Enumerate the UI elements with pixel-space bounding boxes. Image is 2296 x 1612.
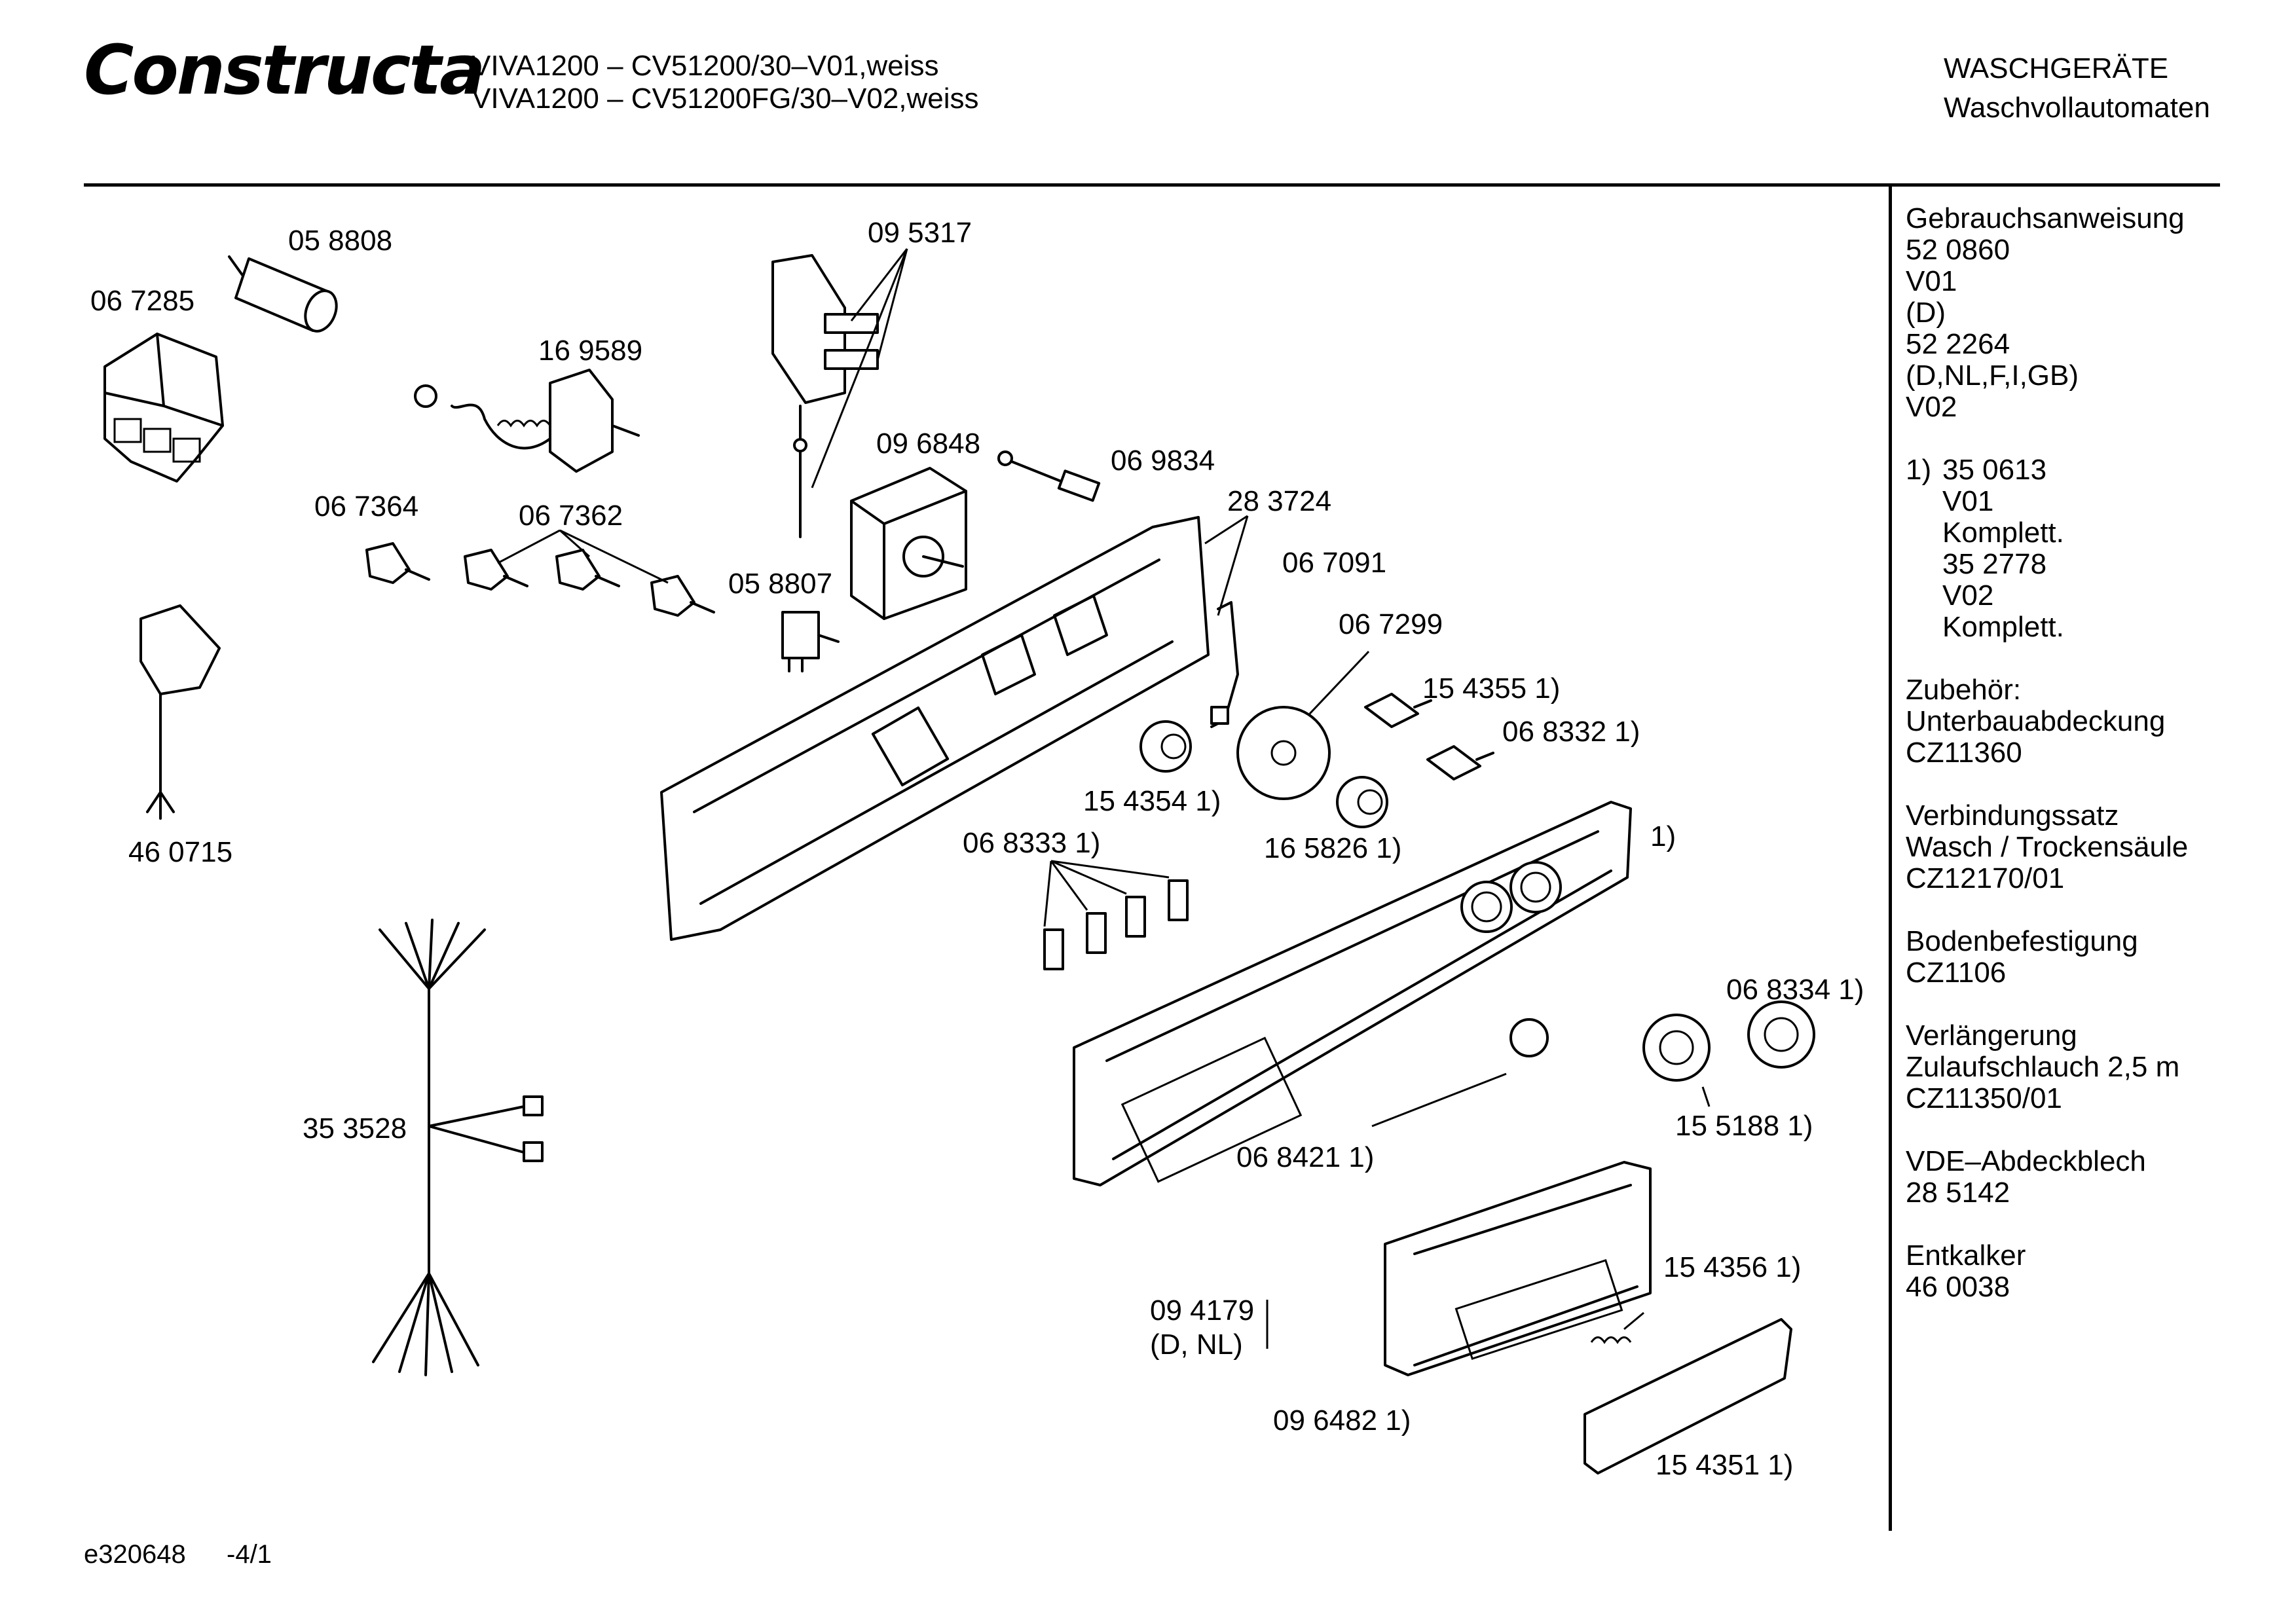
knob-drawings [1139,706,1388,828]
page-number: -4/1 [227,1540,272,1569]
pushbutton-switches-drawing [365,542,715,617]
dispenser-handle-drawing [1384,1161,1652,1376]
filter-block-drawing [103,333,224,483]
part-label: 06 7285 [90,285,195,317]
part-label: 46 0715 [128,836,233,868]
accessory-line: CZ11350/01 [1906,1082,2062,1114]
part-label: 09 5317 [868,217,972,249]
accessory-line: Zulaufschlauch 2,5 m [1906,1051,2180,1083]
accessory-line: 46 0038 [1906,1271,2010,1303]
note-line: Komplett. [1942,517,2064,549]
accessory-line: Verlängerung [1906,1019,2077,1052]
document-id: e320648 [84,1540,186,1569]
part-label: 15 4354 1) [1083,785,1221,817]
part-label: 06 7299 [1339,608,1443,640]
accessory-line: Unterbauabdeckung [1906,705,2166,737]
accessory-line: CZ11360 [1906,737,2022,769]
part-label: 28 3724 [1227,485,1332,517]
note-line: V02 [1942,579,1994,612]
capacitor-drawing [228,255,338,333]
leader-lines [497,248,1711,1349]
accessory-line: Bodenbefestigung [1906,925,2138,957]
brand-logo: Constructa [84,30,485,110]
selector-knobs-drawing [1509,1000,1815,1082]
part-label: 06 8333 1) [963,827,1101,859]
potentiometer-drawing [781,611,840,672]
accessory-block: Zubehör: Unterbauabdeckung CZ11360 [1906,674,2188,769]
accessory-block: Entkalker 46 0038 [1906,1240,2188,1303]
category-subtitle: Waschvollautomaten [1944,92,2210,124]
accessory-block: Bodenbefestigung CZ1106 [1906,926,2188,989]
note-line: Komplett. [1942,611,2064,643]
accessory-line: Zubehör: [1906,674,2022,706]
accessory-line: CZ1106 [1906,957,2007,989]
mains-cable-drawing [139,604,221,820]
selector-switch-drawing [414,369,640,473]
part-label: 06 7364 [314,490,419,522]
accessory-line: Entkalker [1906,1239,2026,1272]
accessory-block: Verlängerung Zulaufschlauch 2,5 m CZ1135… [1906,1020,2188,1114]
part-label: 15 4356 1) [1663,1251,1802,1283]
accessory-line: VDE–Abdeckblech [1906,1145,2146,1177]
part-label: (D, NL) [1150,1328,1243,1361]
model-line-2: VIVA1200 – CV51200FG/30–V02,weiss [472,82,979,115]
part-label: 06 7362 [519,500,623,532]
part-label: 06 7091 [1282,547,1387,579]
accessory-line: Verbindungssatz [1906,799,2119,832]
manual-line: (D,NL,F,I,GB) [1906,359,2079,392]
part-label: 06 9834 [1111,445,1215,477]
accessory-block: Verbindungssatz Wasch / Trockensäule CZ1… [1906,800,2188,894]
accessory-line: CZ12170/01 [1906,862,2065,894]
lamp-holders-drawing [1364,693,1494,780]
part-label: 15 4351 1) [1656,1449,1794,1481]
manual-line: (D) [1906,297,1946,329]
header-divider [84,183,2220,187]
sidebar-divider [1889,183,1892,1531]
sidebar: Gebrauchsanweisung 52 0860 V01 (D) 52 22… [1906,203,2188,1334]
part-label: 09 6848 [876,428,981,460]
sensor-drawing [997,450,1101,502]
category-title: WASCHGERÄTE [1944,52,2169,84]
flap-drawing [1583,1318,1792,1475]
model-line-1: VIVA1200 – CV51200/30–V01,weiss [472,50,939,82]
note-marker: 1) [1906,454,1932,486]
part-label: 06 8332 1) [1502,716,1640,748]
programmer-drawing [850,467,967,620]
part-label: 05 8808 [288,225,393,257]
part-label: 16 9589 [538,335,643,367]
manual-line: V01 [1906,265,1957,297]
panel-frame-drawing [660,516,1210,941]
manual-title: Gebrauchsanweisung [1906,202,2185,234]
note-line: 35 2778 [1942,548,2047,580]
part-label: 05 8807 [728,568,833,600]
wiring-harness-drawing [372,919,544,1376]
note-block: 1) 35 0613 V01 Komplett. 35 2778 V02 Kom… [1906,454,2188,643]
part-label: 09 4179 [1150,1294,1255,1327]
part-label: 09 6482 1) [1273,1404,1411,1437]
part-label: 06 8421 1) [1236,1141,1375,1173]
part-label: 16 5826 1) [1264,832,1402,864]
button-keys-drawing [1043,879,1189,970]
temperature-switch-drawing [771,254,879,538]
part-label: 06 8334 1) [1726,974,1864,1006]
accessory-line: 28 5142 [1906,1177,2010,1209]
manual-line: 52 0860 [1906,234,2010,266]
accessory-block: VDE–Abdeckblech 28 5142 [1906,1146,2188,1209]
part-label: 15 5188 1) [1675,1110,1813,1142]
manual-block: Gebrauchsanweisung 52 0860 V01 (D) 52 22… [1906,203,2188,423]
manual-line: V02 [1906,391,1957,423]
note-line: 35 0613 [1942,454,2047,486]
note-line: V01 [1942,485,1994,517]
control-fascia-drawing [1073,801,1632,1186]
manual-line: 52 2264 [1906,328,2010,360]
exploded-diagram [103,248,1815,1475]
part-label: 1) [1650,820,1676,852]
lever-drawing [1210,601,1239,728]
accessory-line: Wasch / Trockensäule [1906,831,2189,863]
part-label: 35 3528 [303,1112,407,1145]
part-label: 15 4355 1) [1422,672,1561,705]
